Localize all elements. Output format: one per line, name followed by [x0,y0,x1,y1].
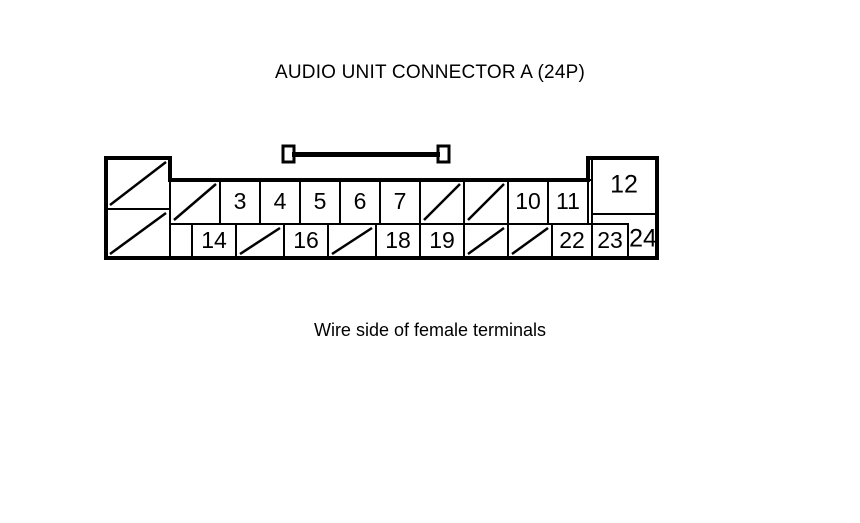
connector-body-outline-overlay [104,156,659,260]
slash-21 [511,226,549,256]
pin-label-4: 4 [274,188,287,214]
pin-cell-filler-bottom [169,223,193,259]
pin-label-23: 23 [597,227,623,253]
pin-labels: 3 4 5 6 7 10 11 12 14 16 18 19 22 23 24 [201,171,657,253]
pin-cell-14 [191,223,237,259]
pin-label-22: 22 [559,227,585,253]
unused-position-slashes [109,161,549,256]
pin-label-11: 11 [556,188,580,214]
slash-9 [467,183,505,221]
pin-label-14: 14 [201,227,227,253]
pin-label-3: 3 [234,188,247,214]
pin-cell-12 [591,157,658,215]
pin-label-12: 12 [610,171,638,199]
page-title: AUDIO UNIT CONNECTOR A (24P) [274,62,585,83]
slash-13 [109,211,167,256]
pin-label-16: 16 [293,227,319,253]
pin-label-7: 7 [394,188,407,214]
latch-bar [292,152,440,157]
pin-cell-19 [419,223,465,259]
pin-cell-23-box [591,223,629,259]
slash-15 [239,226,281,256]
pin-label-18: 18 [385,227,411,253]
slash-20 [467,226,505,256]
latch-group [281,144,451,164]
pin-label-24: 24 [629,225,657,253]
right-column-cells [591,213,658,259]
pin-label-5: 5 [314,188,327,214]
pin-cell-11 [547,179,589,225]
pin-label-19: 19 [429,227,455,253]
figure-caption: Wire side of female terminals [313,320,547,340]
slash-1 [109,161,167,206]
pin-label-10: 10 [515,188,541,214]
slash-17 [331,226,373,256]
slash-8 [423,183,461,221]
slash-2 [173,183,217,221]
pin-label-6: 6 [354,188,367,214]
